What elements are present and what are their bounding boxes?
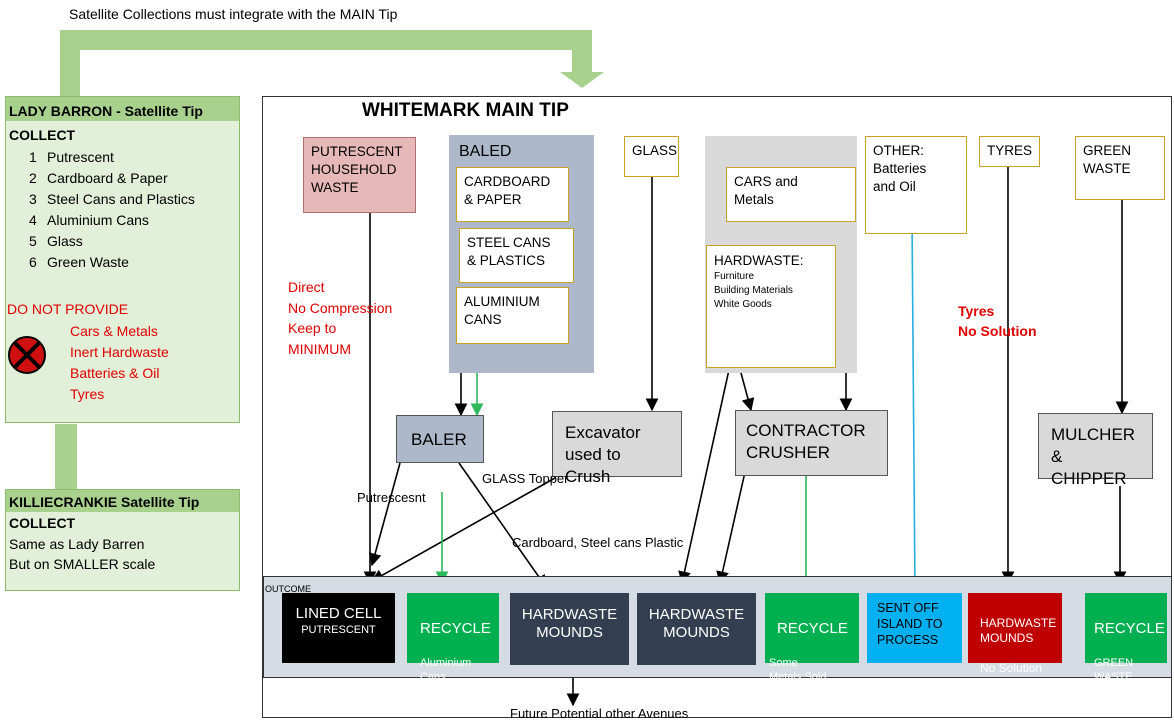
- outcome-label: OUTCOME: [265, 584, 311, 594]
- baled-title: BALED: [459, 143, 512, 160]
- list-item: Batteries & Oil: [70, 365, 160, 381]
- flow-label-glass-topper: GLASS Topper: [482, 471, 569, 486]
- arrow-baler-to-mounds: [458, 462, 547, 589]
- top-note: Satellite Collections must integrate wit…: [69, 6, 398, 22]
- hardwaste-box: HARDWASTE: Furniture Building Materials …: [706, 245, 836, 368]
- arrow-excavator-to-lined-cell: [370, 477, 556, 582]
- outcome-recycle-metals: RECYCLE Some Metals Sold: [765, 593, 859, 683]
- list-item: Tyres: [70, 386, 105, 402]
- arrow-baler-to-lined-cell: [368, 462, 401, 567]
- killiecrankie-title: KILLIECRANKIE Satellite Tip: [9, 494, 200, 510]
- baler-box: BALER: [396, 415, 484, 463]
- outcome-hardwaste-no-solution: HARDWASTE MOUNDS No Solution: [968, 593, 1062, 675]
- tyres-box: TYRES: [979, 136, 1040, 167]
- arrow-crusher-to-mounds: [716, 471, 746, 585]
- killiecrankie-panel: KILLIECRANKIE Satellite Tip COLLECT Same…: [5, 489, 240, 591]
- outcome-hardwaste-mounds-1: HARDWASTE MOUNDS: [510, 593, 629, 665]
- mulcher-chipper-box: MULCHER & CHIPPER: [1038, 413, 1153, 488]
- glass-box: GLASS: [624, 136, 679, 177]
- outcome-recycle-aluminium: RECYCLE Aluminium Cans: [407, 593, 499, 683]
- killiecrankie-line-1: Same as Lady Barren: [9, 536, 145, 552]
- arrow-other-to-sent-off: [908, 217, 922, 595]
- killiecrankie-collect: COLLECT: [9, 515, 76, 531]
- lady-barron-collect: COLLECT: [9, 127, 76, 143]
- prohibited-icon: [8, 336, 46, 374]
- integration-arrow: [60, 30, 604, 96]
- satellite-link-bar: [55, 424, 77, 490]
- aluminium-cans-box: ALUMINIUM CANS: [456, 287, 569, 344]
- green-waste-box: GREEN WASTE: [1075, 136, 1165, 200]
- do-not-provide-heading: DO NOT PROVIDE: [7, 301, 129, 317]
- flow-label-putrescent: Putrescesnt: [357, 490, 426, 505]
- cars-metals-box: CARS and Metals: [726, 167, 856, 222]
- list-item: Cars & Metals: [70, 323, 158, 339]
- cardboard-paper-box: CARDBOARD & PAPER: [456, 167, 569, 222]
- steel-cans-plastics-box: STEEL CANS & PLASTICS: [459, 228, 574, 283]
- not-provided-list: Cars & Metals Inert Hardwaste Batteries …: [70, 321, 169, 405]
- hardwaste-title: HARDWASTE:: [714, 253, 804, 268]
- killiecrankie-line-2: But on SMALLER scale: [9, 556, 156, 572]
- flow-label-cardboard-steel: Cardboard, Steel cans Plastic: [512, 535, 684, 550]
- outcome-lined-cell: LINED CELL PUTRESCENT: [282, 593, 395, 663]
- bottom-note: Future Potential other Avenues: [510, 706, 689, 721]
- excavator-box: Excavator used to Crush: [552, 411, 682, 486]
- tyres-no-solution-note: Tyres No Solution: [958, 303, 1037, 339]
- direct-no-compression-note: Direct No Compression Keep to MINIMUM: [288, 279, 393, 357]
- outcome-hardwaste-mounds-2: HARDWASTE MOUNDS: [637, 593, 756, 665]
- other-batteries-oil-box: OTHER: Batteries and Oil: [865, 136, 967, 234]
- list-item: Inert Hardwaste: [70, 344, 169, 360]
- contractor-crusher-box: CONTRACTOR CRUSHER: [735, 410, 888, 476]
- lady-barron-title: LADY BARRON - Satellite Tip: [9, 103, 203, 119]
- outcome-recycle-green-waste: RECYCLE GREEN WASTE: [1085, 593, 1167, 683]
- putrescent-household-waste-box: PUTRESCENT HOUSEHOLD WASTE: [303, 137, 416, 213]
- hardwaste-items: Furniture Building Materials White Goods: [714, 271, 793, 310]
- outcome-sent-off-island: SENT OFF ISLAND TO PROCESS: [867, 593, 962, 663]
- arrow-hardwaste-to-mounds: [678, 346, 735, 585]
- main-tip-title: WHITEMARK MAIN TIP: [362, 100, 569, 121]
